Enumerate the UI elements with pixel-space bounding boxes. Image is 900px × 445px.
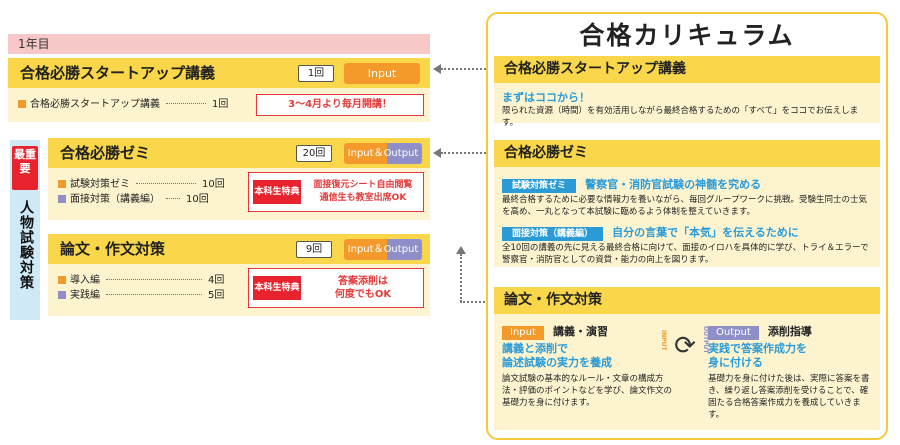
course-card-seminar: 合格必勝ゼミ 20回 Input＆Output 試験対策ゼミ 10回 面接対策（講…	[48, 138, 430, 220]
side-label-text: 人物試験対策	[18, 200, 34, 290]
year-label: 1年目	[18, 37, 50, 51]
orange-square-icon	[58, 276, 66, 284]
subsection-text: 最終合格するために必要な情報力を養いながら、毎回グループワークに挑戦。受験生同士…	[502, 195, 867, 217]
subsection-interview: 面接対策（講義編） 自分の言葉で「本気」を伝えるために	[502, 221, 872, 241]
arrow-left-icon	[433, 64, 441, 74]
dotted-connector	[460, 254, 462, 302]
input-text: 論文試験の基本的なルール・文章の構成方法・評価のポイントなどを学び、論文作文の基…	[502, 374, 673, 408]
output-text: 基礎力を身に付けた後は、実際に答案を書き、繰り返し答案添削を受けることで、確固た…	[708, 374, 870, 420]
item-label: 面接対策（講義編）	[70, 194, 160, 205]
subsection-lead: 自分の言葉で「本気」を伝えるために	[612, 226, 799, 239]
item-count: 4回	[208, 275, 225, 286]
course-card-startup: 合格必勝スタートアップ講義 1回 Input 合格必勝スタートアップ講義 1回 3…	[8, 58, 430, 122]
list-item: 実践編 5回	[58, 289, 224, 303]
section-body-essay: Input 講義・演習 講義と添削で 論述試験の実力を養成 論文試験の基本的なル…	[494, 314, 880, 430]
course-header: 論文・作文対策 9回 Input＆Output	[48, 234, 430, 264]
dotted-connector	[441, 152, 493, 154]
output-tag: Output	[708, 326, 759, 340]
section-header-startup: 合格必勝スタートアップ講義	[494, 56, 880, 83]
item-label: 実践編	[70, 290, 100, 301]
section-text: 限られた資源（時間）を有効活用しながら最終合格するための「すべて」をココでお伝え…	[502, 106, 859, 128]
course-header: 合格必勝スタートアップ講義 1回 Input	[8, 58, 430, 88]
arrow-up-icon	[456, 246, 466, 254]
dotted-connector	[441, 68, 493, 70]
side-label-panel: 最重要 人物試験対策	[10, 140, 40, 320]
perk-text: 面接復元シート自由閲覧 通信生も教室出席OK	[313, 180, 413, 203]
input-output-tag: Input＆Output	[344, 239, 422, 260]
section-header-seminar: 合格必勝ゼミ	[494, 140, 880, 167]
course-body: 試験対策ゼミ 10回 面接対策（講義編） 10回 本科生特典 面接復元シート自由閲覧…	[48, 168, 430, 220]
list-item: 面接対策（講義編） 10回	[58, 193, 209, 207]
item-label: 合格必勝スタートアップ講義	[30, 99, 160, 110]
course-body: 導入編 4回 実践編 5回 本科生特典 答案添削は 何度でもOK	[48, 264, 430, 316]
course-title: 合格必勝スタートアップ講義	[20, 64, 216, 82]
perk-box: 本科生特典 面接復元シート自由閲覧 通信生も教室出席OK	[248, 172, 424, 212]
arrow-left-icon	[433, 148, 441, 158]
year-band: 1年目	[8, 34, 430, 54]
subsection-text: 全10回の講義の先に見える最終合格に向けて、面接のイロハを具体的に学び、トライ＆…	[502, 243, 869, 265]
perk-text: 答案添削は 何度でもOK	[334, 276, 392, 300]
subsection-exam-seminar: 試験対策ゼミ 警察官・消防官試験の神髄を究める	[502, 173, 872, 193]
session-count-badge: 9回	[296, 241, 332, 258]
most-important-badge: 最重要	[12, 146, 38, 190]
list-item: 導入編 4回	[58, 274, 224, 288]
input-column: Input 講義・演習 講義と添削で 論述試験の実力を養成 論文試験の基本的なル…	[502, 320, 672, 409]
item-label: 導入編	[70, 275, 100, 286]
subsection-tag: 試験対策ゼミ	[502, 179, 577, 193]
perk-label: 本科生特典	[253, 180, 301, 204]
course-body: 合格必勝スタートアップ講義 1回 3～4月より毎月開講！	[8, 88, 430, 122]
subsection-lead: 警察官・消防官試験の神髄を究める	[585, 178, 762, 191]
subsection-tag: 面接対策（講義編）	[502, 227, 604, 241]
course-title: 論文・作文対策	[60, 240, 166, 258]
input-tag: Input	[344, 63, 420, 84]
perk-label: 本科生特典	[253, 276, 301, 300]
output-title: 添削指導	[767, 325, 812, 338]
course-card-essay: 論文・作文対策 9回 Input＆Output 導入編 4回 実践編 5回 本科生特…	[48, 234, 430, 316]
input-output-tag: Input＆Output	[344, 143, 422, 164]
session-count-badge: 20回	[296, 145, 332, 162]
input-lead: 講義と添削で 論述試験の実力を養成	[502, 342, 612, 369]
orange-square-icon	[18, 100, 26, 108]
orange-square-icon	[58, 180, 66, 188]
purple-square-icon	[58, 195, 66, 203]
schedule-notice: 3～4月より毎月開講！	[256, 94, 424, 116]
output-column: Output 添削指導 実践で答案作成力を 身に付ける 基礎力を身に付けた後は、…	[708, 320, 874, 421]
perk-box: 本科生特典 答案添削は 何度でもOK	[248, 268, 424, 308]
section-body-seminar: 試験対策ゼミ 警察官・消防官試験の神髄を究める 最終合格するために必要な情報力を…	[494, 167, 880, 267]
section-lead: まずはココから！	[502, 91, 590, 104]
course-title: 合格必勝ゼミ	[60, 144, 151, 162]
cycle-output-label: OUTPUT	[702, 326, 709, 354]
panel-title: 合格カリキュラム	[579, 21, 795, 50]
dotted-connector	[460, 301, 493, 303]
list-item: 合格必勝スタートアップ講義 1回	[18, 98, 228, 112]
section-header-essay: 論文・作文対策	[494, 287, 880, 314]
section-body-startup: まずはココから！ 限られた資源（時間）を有効活用しながら最終合格するための「すべ…	[494, 83, 880, 128]
item-count: 1回	[212, 99, 229, 110]
course-header: 合格必勝ゼミ 20回 Input＆Output	[48, 138, 430, 168]
item-count: 10回	[186, 194, 209, 205]
cycle-input-label: INPUT	[660, 330, 667, 351]
item-count: 10回	[202, 179, 225, 190]
list-item: 試験対策ゼミ 10回	[58, 178, 225, 192]
input-title: 講義・演習	[553, 325, 608, 338]
output-lead: 実践で答案作成力を 身に付ける	[708, 342, 807, 369]
purple-square-icon	[58, 291, 66, 299]
cycle-arrows-icon: ⟳	[674, 331, 696, 361]
session-count-badge: 1回	[298, 65, 334, 82]
item-label: 試験対策ゼミ	[70, 179, 130, 190]
input-tag: Input	[502, 326, 544, 340]
item-count: 5回	[208, 290, 225, 301]
